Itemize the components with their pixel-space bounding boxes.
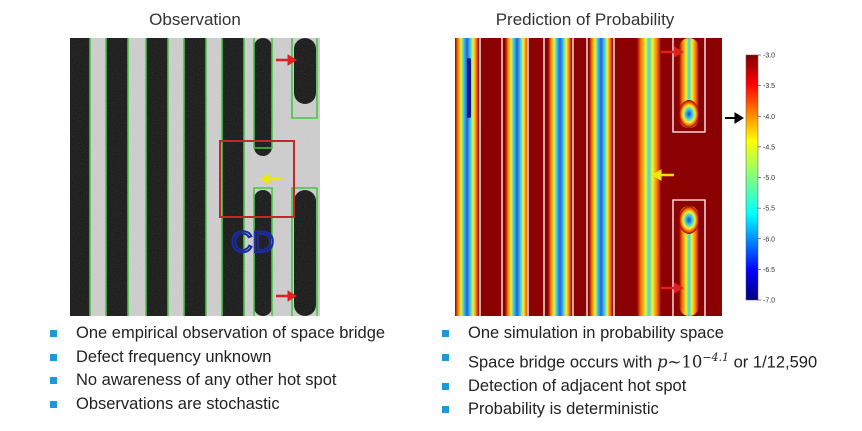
black-arrow [725, 112, 744, 124]
colorbar-ticks: -3.0 -3.5 -4.0 -4.5 -5.0 -5.5 -6.0 -6.5 -7.0 [758, 53, 775, 305]
list-item: Observations are stochastic [44, 393, 385, 417]
yellow-arrow [260, 173, 282, 185]
prediction-title: Prediction of Probability [495, 10, 675, 29]
colorbar-tick-label: -4.0 [763, 114, 775, 121]
red-arrow-bottom-heatmap [661, 282, 685, 294]
list-item: Space bridge occurs with p~10−4.1 or 1/1… [436, 346, 817, 375]
yellow-arrow-heatmap [650, 169, 674, 181]
colorbar-tick-label: -5.0 [763, 175, 775, 182]
list-item: Defect frequency unknown [44, 346, 385, 370]
bullet-icon [50, 353, 57, 361]
cd-overlay-label: CD [231, 226, 274, 259]
observation-image: CD [70, 38, 320, 316]
colorbar-tick-label: -5.5 [763, 206, 775, 213]
list-item: One simulation in probability space [436, 322, 817, 346]
colorbar-tick-label: -7.0 [763, 298, 775, 305]
observation-title: Observation [149, 10, 241, 29]
colorbar-tick-label: -6.5 [763, 267, 775, 274]
colorbar: -3.0 -3.5 -4.0 -4.5 -5.0 -5.5 -6.0 -6.5 -7.0 [722, 38, 782, 316]
red-arrow-bottom [276, 290, 297, 302]
colorbar-tick-label: -3.5 [763, 83, 775, 90]
colorbar-tick-label: -3.0 [763, 53, 775, 60]
bullet-icon [50, 400, 57, 408]
list-item: Detection of adjacent hot spot [436, 375, 817, 399]
bullet-icon [442, 330, 449, 337]
bullet-icon [442, 382, 449, 390]
prediction-bullets: One simulation in probability space Spac… [436, 322, 817, 422]
colorbar-tick-label: -6.0 [763, 236, 775, 243]
bullet-icon [442, 406, 449, 413]
colorbar-tick-label: -4.5 [763, 144, 775, 151]
bullet-icon [50, 377, 57, 384]
bullet-icon [50, 330, 57, 337]
list-item: One empirical observation of space bridg… [44, 322, 385, 346]
list-item: No awareness of any other hot spot [44, 369, 385, 393]
defect-box [219, 140, 295, 218]
red-arrow-top [276, 54, 297, 66]
bullet-icon [442, 353, 449, 361]
probability-heatmap [455, 38, 722, 316]
observation-bullets: One empirical observation of space bridg… [44, 322, 385, 416]
list-item: Probability is deterministic [436, 398, 817, 422]
red-arrow-top-heatmap [661, 46, 685, 58]
